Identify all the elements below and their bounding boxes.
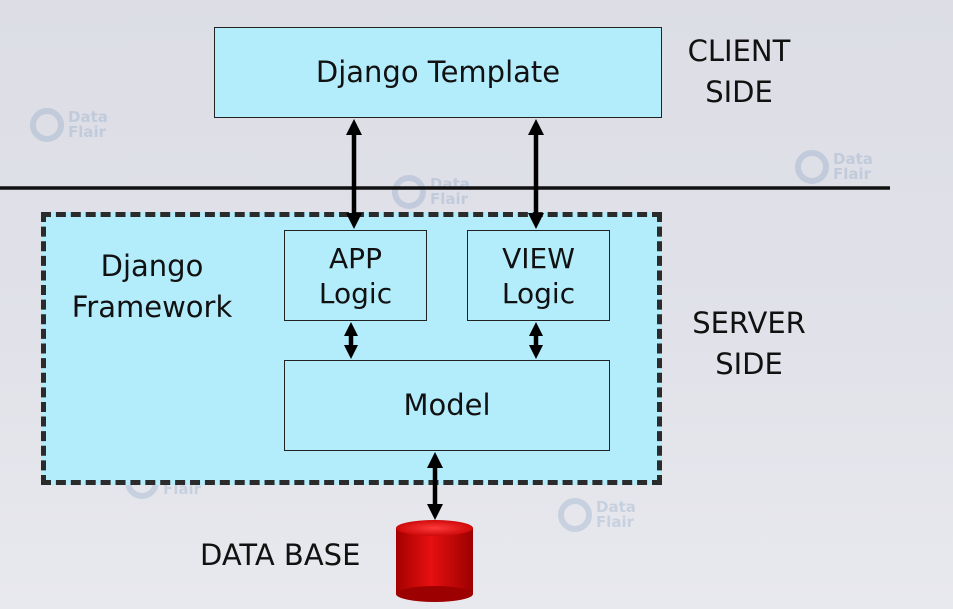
view-logic-box: VIEW Logic	[467, 230, 610, 321]
watermark-logo: Data Flair	[795, 150, 873, 184]
client-side-label: CLIENT SIDE	[672, 31, 806, 113]
watermark-icon	[795, 150, 829, 184]
app-logic-box: APP Logic	[284, 230, 427, 321]
client-side-line: CLIENT	[687, 34, 791, 68]
watermark-icon	[392, 175, 426, 209]
server-side-line: SIDE	[715, 347, 783, 382]
server-side-label: SERVER SIDE	[682, 303, 816, 385]
watermark-icon	[558, 498, 592, 532]
watermark-text: Flair	[430, 190, 469, 208]
model-box: Model	[284, 360, 610, 451]
app-logic-label: Logic	[318, 276, 393, 310]
model-label: Model	[403, 388, 491, 423]
watermark-icon	[30, 108, 64, 142]
watermark-text: Data	[68, 108, 108, 126]
framework-label-line: Framework	[71, 290, 233, 325]
watermark-logo: Data Flair	[30, 108, 108, 142]
watermark-text: Flair	[163, 480, 202, 498]
client-side-line: SIDE	[705, 75, 773, 110]
database-cylinder-icon	[396, 520, 473, 602]
database-label: DATA BASE	[200, 538, 361, 572]
watermark-text: Flair	[833, 165, 872, 183]
watermark-logo: Data Flair	[392, 175, 470, 209]
view-logic-label: VIEW	[502, 241, 575, 275]
django-framework-label: Django Framework	[62, 246, 242, 328]
app-logic-label: APP	[329, 241, 382, 275]
watermark-logo: Data Flair	[558, 498, 636, 532]
watermark-text: Data	[596, 498, 636, 516]
server-side-line: SERVER	[692, 306, 806, 340]
django-template-box: Django Template	[214, 27, 662, 118]
framework-label-line: Django	[100, 249, 204, 283]
watermark-text: Flair	[68, 123, 107, 141]
view-logic-label: Logic	[501, 276, 576, 310]
watermark-text: Flair	[596, 513, 635, 531]
watermark-text: Data	[833, 150, 873, 168]
django-template-label: Django Template	[315, 55, 561, 90]
